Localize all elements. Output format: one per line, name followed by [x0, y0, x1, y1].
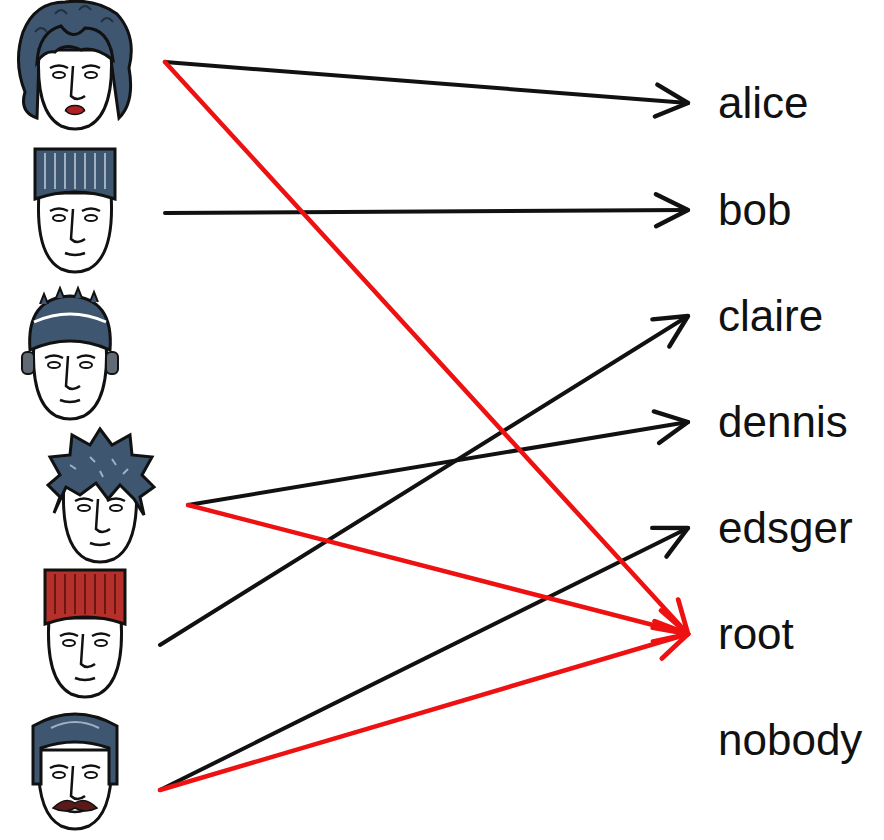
- person-face-box: [25, 143, 165, 278]
- root-access-arrow: [160, 634, 688, 790]
- face-figure: [22, 288, 118, 419]
- login-arrow: [165, 210, 688, 213]
- account-name-box: edsger: [688, 503, 857, 553]
- face-figure: [45, 570, 125, 697]
- account-name-box: alice: [688, 78, 813, 128]
- person-face-box: [20, 290, 160, 425]
- account-name-box: root: [688, 609, 798, 659]
- person-face-box: [20, 0, 165, 135]
- account-name-box: bob: [688, 185, 796, 235]
- account-name: alice: [718, 78, 809, 128]
- face-figure: [48, 429, 154, 562]
- root-access-arrow: [165, 62, 688, 634]
- face-figure: [18, 1, 131, 129]
- face-figure: [35, 149, 115, 272]
- root-access-arrow: [188, 505, 688, 634]
- account-name-box: claire: [688, 291, 828, 341]
- login-arrow: [165, 62, 688, 103]
- account-name: root: [718, 609, 794, 659]
- account-name: bob: [718, 185, 791, 235]
- person-face-box: [45, 432, 188, 567]
- login-arrow: [188, 422, 688, 505]
- face-figure: [33, 714, 117, 829]
- person-face-box: [25, 705, 160, 837]
- login-arrow: [160, 316, 688, 645]
- account-name: dennis: [718, 397, 848, 447]
- account-name: edsger: [718, 503, 853, 553]
- person-face-box: [35, 568, 160, 703]
- account-name-box: nobody: [688, 715, 867, 765]
- account-name-box: dennis: [688, 397, 852, 447]
- account-name: nobody: [718, 715, 862, 765]
- account-name: claire: [718, 291, 823, 341]
